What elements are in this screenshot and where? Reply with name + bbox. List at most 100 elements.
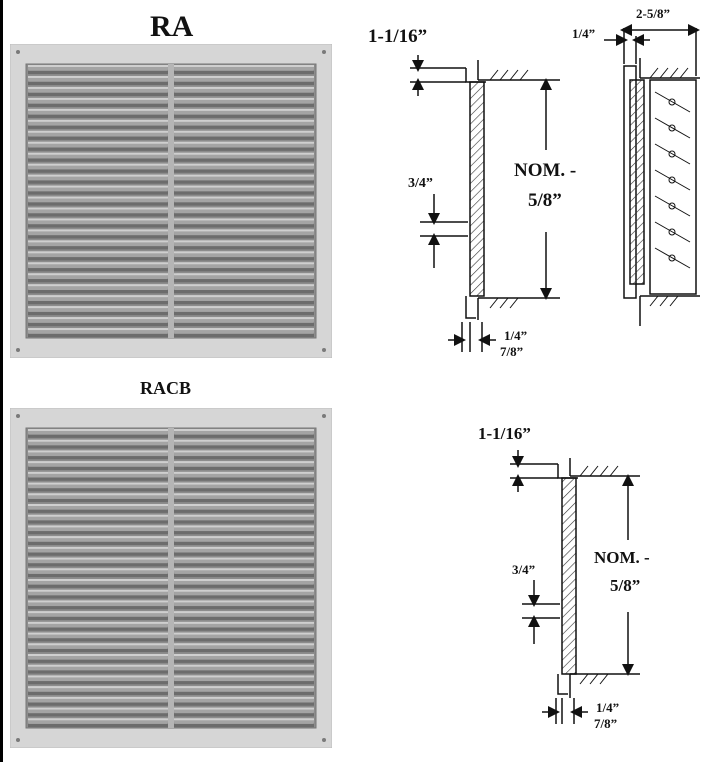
louver-shadow bbox=[28, 311, 168, 316]
louver-highlight bbox=[174, 536, 314, 539]
louver-highlight bbox=[28, 130, 168, 133]
louver-highlight bbox=[174, 600, 314, 603]
louver-highlight bbox=[28, 525, 168, 528]
louver-shadow bbox=[174, 616, 314, 620]
louver-highlight bbox=[174, 546, 314, 549]
ra-side-view-drawing bbox=[604, 24, 700, 326]
louver-highlight bbox=[28, 482, 168, 485]
louver-shadow bbox=[174, 289, 314, 294]
louver-highlight bbox=[28, 185, 168, 188]
louver-shadow bbox=[28, 659, 168, 663]
louver-highlight bbox=[174, 75, 314, 78]
louver-highlight bbox=[174, 482, 314, 485]
louver-highlight bbox=[174, 229, 314, 232]
louver-highlight bbox=[174, 97, 314, 100]
louver-shadow bbox=[174, 541, 314, 545]
louver-highlight bbox=[28, 163, 168, 166]
mounting-screw bbox=[16, 50, 20, 54]
louver-highlight bbox=[28, 707, 168, 710]
louver-shadow bbox=[174, 531, 314, 535]
louver-highlight bbox=[174, 493, 314, 496]
louver-highlight bbox=[174, 696, 314, 699]
louver-highlight bbox=[174, 557, 314, 560]
louver-shadow bbox=[174, 648, 314, 653]
louver-shadow bbox=[28, 213, 168, 217]
louver-shadow bbox=[174, 445, 314, 449]
mounting-screw bbox=[322, 348, 326, 352]
louver-highlight bbox=[28, 450, 168, 453]
mounting-screw bbox=[16, 738, 20, 742]
louver-shadow bbox=[174, 627, 314, 631]
louver-shadow bbox=[28, 103, 168, 107]
grille-center-divider bbox=[168, 64, 174, 338]
louver-shadow bbox=[174, 136, 314, 140]
louver-highlight bbox=[174, 664, 314, 667]
louver-highlight bbox=[174, 251, 314, 254]
louver-highlight bbox=[28, 295, 168, 298]
louver-highlight bbox=[28, 439, 168, 442]
ra-section-drawing bbox=[410, 55, 560, 352]
louver-highlight bbox=[174, 119, 314, 122]
louver-shadow bbox=[28, 541, 168, 545]
louver-shadow bbox=[174, 158, 314, 162]
louver-shadow bbox=[174, 659, 314, 663]
model-title-ra: RA bbox=[150, 10, 194, 43]
louver-highlight bbox=[174, 262, 314, 265]
louver-shadow bbox=[174, 246, 314, 250]
louver-shadow bbox=[28, 158, 168, 162]
louver-shadow bbox=[174, 638, 314, 642]
louver-shadow bbox=[174, 257, 314, 261]
louver-highlight bbox=[28, 643, 168, 646]
ra-dim-top-flange: 1-1/16” bbox=[368, 26, 428, 47]
louver-shadow bbox=[28, 70, 168, 75]
louver-shadow bbox=[28, 477, 168, 481]
louver-shadow bbox=[174, 279, 314, 283]
louver-highlight bbox=[28, 686, 168, 689]
louver-highlight bbox=[174, 471, 314, 474]
louver-shadow bbox=[174, 92, 314, 97]
louver-shadow bbox=[174, 488, 314, 492]
louver-highlight bbox=[174, 611, 314, 614]
louver-shadow bbox=[174, 702, 314, 706]
racb-dim-top-flange: 1-1/16” bbox=[478, 424, 531, 443]
louver-highlight bbox=[28, 328, 168, 331]
louver-shadow bbox=[28, 445, 168, 449]
louver-shadow bbox=[28, 681, 168, 685]
racb-dim-bottom-small: 1/4” bbox=[596, 700, 620, 715]
louver-shadow bbox=[28, 584, 168, 588]
louver-shadow bbox=[28, 702, 168, 706]
louver-shadow bbox=[28, 713, 168, 717]
louver-highlight bbox=[28, 600, 168, 603]
louver-highlight bbox=[174, 218, 314, 221]
louver-highlight bbox=[174, 568, 314, 571]
louver-shadow bbox=[28, 488, 168, 492]
louver-shadow bbox=[28, 81, 168, 86]
louver-shadow bbox=[28, 691, 168, 695]
louver-highlight bbox=[174, 317, 314, 320]
louver-shadow bbox=[174, 213, 314, 217]
louver-shadow bbox=[174, 333, 314, 338]
louver-shadow bbox=[174, 125, 314, 129]
louver-shadow bbox=[28, 434, 168, 438]
louver-highlight bbox=[174, 328, 314, 331]
louver-shadow bbox=[28, 333, 168, 338]
ra-dim-nominal-line1: NOM. - bbox=[514, 160, 577, 181]
louver-highlight bbox=[28, 218, 168, 221]
louver-shadow bbox=[28, 246, 168, 250]
louver-highlight bbox=[28, 557, 168, 560]
louver-shadow bbox=[28, 235, 168, 239]
louver-highlight bbox=[174, 632, 314, 635]
louver-shadow bbox=[174, 103, 314, 107]
louver-highlight bbox=[28, 493, 168, 496]
louver-highlight bbox=[174, 686, 314, 689]
louver-shadow bbox=[28, 202, 168, 206]
louver-highlight bbox=[28, 536, 168, 539]
louver-shadow bbox=[28, 322, 168, 327]
louver-shadow bbox=[28, 456, 168, 460]
louver-shadow bbox=[174, 191, 314, 195]
louver-highlight bbox=[28, 589, 168, 592]
ra-dim-nominal-line2: 5/8” bbox=[528, 190, 562, 211]
louver-shadow bbox=[28, 552, 168, 556]
louver-shadow bbox=[28, 114, 168, 118]
grille-center-divider bbox=[168, 428, 174, 728]
